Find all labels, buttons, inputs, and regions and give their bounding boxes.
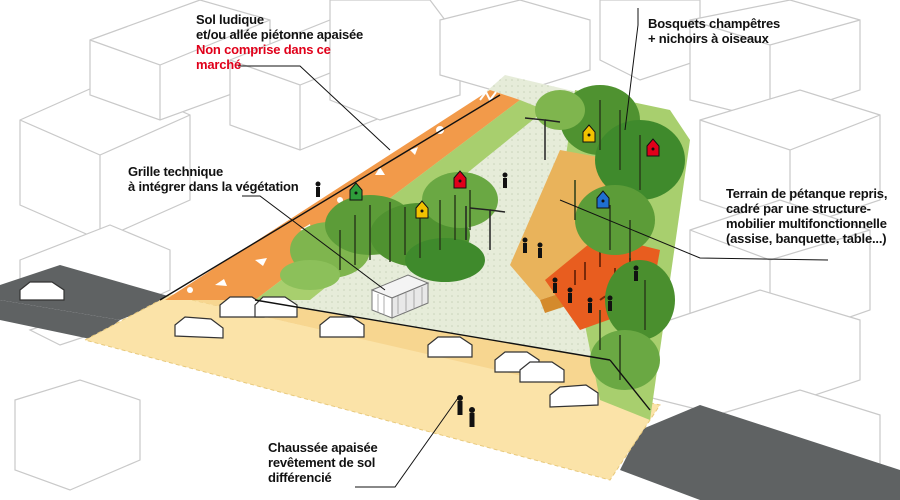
background-buildings	[14, 0, 881, 500]
petanque-line3: mobilier multifonctionnelle	[726, 216, 887, 231]
road-left	[0, 265, 175, 320]
calm-street-zone	[83, 294, 661, 481]
grille-line2: à intégrer dans la végétation	[128, 179, 299, 194]
chaussee-line2: revêtement de sol	[268, 455, 376, 470]
petanque-line4: (assise, banquette, table...)	[726, 231, 887, 246]
playful-path-strip	[165, 90, 520, 300]
tree-trunks-right	[574, 100, 646, 380]
lamppost-icon	[465, 117, 561, 250]
pedestrian-icon	[315, 172, 639, 427]
sol-ludique-line2: et/ou allée piétonne apaisée	[196, 27, 364, 42]
grille-line1: Grille technique	[128, 164, 224, 179]
road-right	[620, 405, 900, 500]
birdhouse-icon	[349, 124, 660, 219]
sol-ludique-line1: Sol ludique	[196, 12, 264, 27]
tree-trunks-left	[339, 190, 471, 270]
label-sol-ludique: Sol ludique et/ou allée piétonne apaisée…	[196, 12, 363, 72]
leader-lines	[238, 8, 829, 488]
label-petanque: Terrain de pétanque repris, cadré par un…	[726, 186, 887, 246]
chaussee-line1: Chaussée apaisée	[268, 440, 378, 455]
technical-grille	[370, 274, 430, 319]
bosquets-line2: + nichoirs à oiseaux	[648, 31, 769, 46]
park-border	[159, 94, 651, 411]
bosquets-line1: Bosquets champêtres	[648, 16, 781, 31]
label-grille-technique: Grille technique à intégrer dans la végé…	[128, 164, 299, 194]
petanque-line2: cadré par une structure-	[726, 201, 871, 216]
car-icon	[19, 281, 599, 408]
sol-ludique-exclusion-line2: marché	[196, 57, 242, 72]
sol-ludique-exclusion-line1: Non comprise dans ce	[196, 42, 331, 57]
label-chaussee: Chaussée apaisée revêtement de sol diffé…	[268, 440, 378, 485]
chaussee-line3: différencié	[268, 470, 332, 485]
label-bosquets: Bosquets champêtres + nichoirs à oiseaux	[648, 16, 780, 46]
petanque-line1: Terrain de pétanque repris,	[726, 186, 888, 201]
